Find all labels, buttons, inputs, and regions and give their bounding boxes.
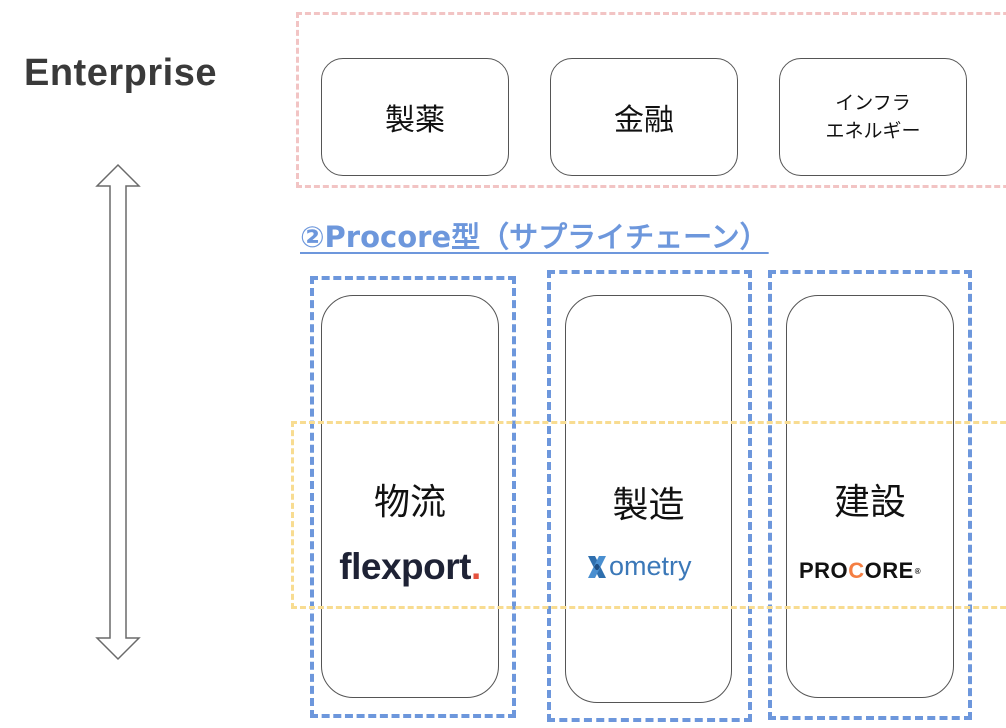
- procore-logo-text-b: ORE: [864, 558, 914, 583]
- flexport-logo: flexport.: [321, 546, 499, 588]
- manufacturing-group-box: [547, 270, 752, 722]
- manufacturing-label: 製造: [612, 485, 685, 526]
- logistics-label: 物流: [373, 482, 446, 523]
- card-infra-label-line1: インフラ: [835, 92, 911, 114]
- card-pharma-label: 製薬: [385, 103, 445, 138]
- double-arrow-icon: [95, 163, 141, 661]
- xometry-logo: ometry: [586, 551, 692, 582]
- construction-group-box: [768, 270, 972, 720]
- procore-logo-mark: C: [848, 558, 865, 583]
- card-finance: 金融: [550, 58, 738, 176]
- logistics-card: [321, 295, 499, 698]
- card-infra-label-line2: エネルギー: [825, 120, 921, 142]
- logistics-group-box: [310, 276, 516, 718]
- middle-band-box: [291, 421, 1006, 609]
- enterprise-label: Enterprise: [24, 52, 217, 94]
- flexport-logo-text: flexport: [339, 546, 471, 587]
- enterprise-group-box: [296, 12, 1006, 188]
- card-pharma: 製薬: [321, 58, 509, 176]
- procore-section-title: ②Procore型（サプライチェーン）: [300, 220, 769, 254]
- procore-logo-text-a: PRO: [799, 558, 849, 583]
- xometry-logo-text: ometry: [609, 551, 692, 581]
- flexport-logo-dot: .: [470, 546, 481, 587]
- manufacturing-card: [565, 295, 732, 703]
- xometry-x-icon: [588, 555, 606, 578]
- construction-card: [786, 295, 954, 698]
- card-finance-label: 金融: [614, 103, 674, 138]
- procore-logo-tm: ®: [914, 566, 922, 576]
- construction-label: 建設: [833, 482, 906, 523]
- card-infra-energy: インフラ エネルギー: [779, 58, 967, 176]
